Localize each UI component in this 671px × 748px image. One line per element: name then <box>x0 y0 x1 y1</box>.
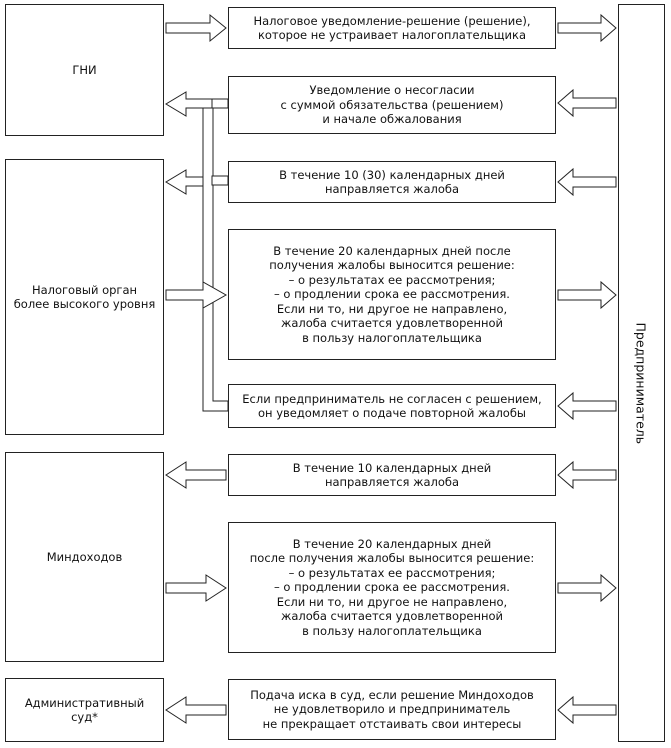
step-text-3: В течение 10 (30) календарных дней напра… <box>279 167 505 197</box>
arrow-box4-to-entrepreneur <box>557 280 617 310</box>
higher-authority-label: Налоговый орган более высокого уровня <box>13 282 156 312</box>
gni-box: ГНИ <box>5 4 164 136</box>
arrow-entrepreneur-to-box3 <box>557 167 617 197</box>
step-box-7: В течение 20 календарных дней после полу… <box>228 522 556 653</box>
step-box-3: В течение 10 (30) календарных дней напра… <box>228 161 556 203</box>
arrow-box3-to-higher <box>165 169 204 195</box>
step-box-1: Налоговое уведомление-решение (решение),… <box>228 7 556 49</box>
step-text-8: Подача иска в суд, если решение Миндоход… <box>250 687 534 731</box>
step-box-8: Подача иска в суд, если решение Миндоход… <box>228 679 556 740</box>
arrow-entrepreneur-to-box6 <box>557 460 617 490</box>
admin-court-box: Административный суд* <box>5 678 164 742</box>
connector-box2 <box>211 98 229 109</box>
admin-court-label: Административный суд* <box>24 695 145 725</box>
step-text-5: Если предприниматель не согласен с решен… <box>242 391 542 421</box>
step-text-7: В течение 20 календарных дней после полу… <box>249 536 535 638</box>
arrow-mindokhodov-to-box7 <box>165 574 227 602</box>
step-box-6: В течение 10 календарных дней направляет… <box>228 454 556 496</box>
entrepreneur-box <box>618 4 665 742</box>
arrow-box7-to-entrepreneur <box>557 573 617 603</box>
gni-label: ГНИ <box>72 62 97 77</box>
arrow-entrepreneur-to-box8 <box>557 695 617 725</box>
arrow-gni-to-notice <box>165 13 227 43</box>
step-text-6: В течение 10 календарных дней направляет… <box>292 460 492 490</box>
connector-box3 <box>211 175 229 186</box>
arrow-higher-to-box4 <box>165 281 228 309</box>
step-text-1: Налоговое уведомление-решение (решение),… <box>253 13 531 43</box>
arrow-entrepreneur-to-box2 <box>557 88 617 118</box>
connector-vertical <box>202 106 229 412</box>
step-text-2: Уведомление о несогласии с суммой обязат… <box>280 83 504 127</box>
step-box-2: Уведомление о несогласии с суммой обязат… <box>228 76 556 134</box>
higher-authority-box: Налоговый орган более высокого уровня <box>5 159 164 435</box>
step-text-4: В течение 20 календарных дней после полу… <box>269 243 515 345</box>
step-box-5: Если предприниматель не согласен с решен… <box>228 384 556 428</box>
step-box-4: В течение 20 календарных дней после полу… <box>228 229 556 360</box>
mindokhodov-label: Миндоходов <box>46 549 123 564</box>
arrow-box2-to-gni <box>165 91 213 117</box>
arrow-box6-to-mindokhodov <box>165 461 227 489</box>
arrow-entrepreneur-to-box5 <box>557 391 617 421</box>
mindokhodov-box: Миндоходов <box>5 452 164 662</box>
arrow-notice-to-entrepreneur <box>557 13 617 43</box>
arrow-box8-to-court <box>165 696 227 724</box>
